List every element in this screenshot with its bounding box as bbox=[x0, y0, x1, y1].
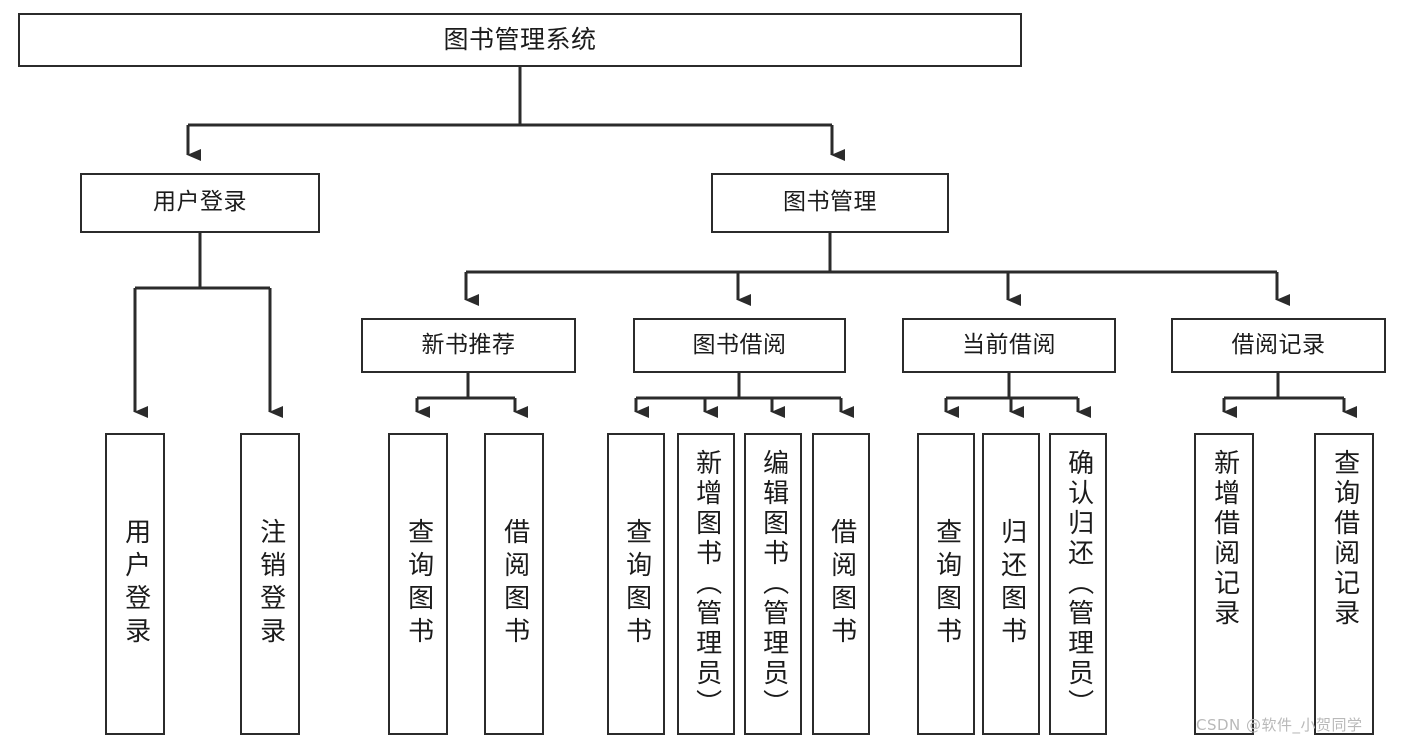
node-label: 新增借阅记录 bbox=[1209, 449, 1240, 629]
node-label: 注销登录 bbox=[255, 518, 286, 650]
node-label: 借阅图书 bbox=[826, 518, 857, 650]
leaf-logout[interactable]: 注销登录 bbox=[240, 433, 300, 735]
leaf-return-book[interactable]: 归还图书 bbox=[982, 433, 1040, 735]
node-book-management[interactable]: 图书管理 bbox=[711, 173, 949, 233]
leaf-borrow-book-1[interactable]: 借阅图书 bbox=[484, 433, 544, 735]
node-label: 新增图书（管理员） bbox=[691, 449, 722, 719]
node-label: 查询借阅记录 bbox=[1329, 449, 1360, 629]
leaf-borrow-book-2[interactable]: 借阅图书 bbox=[812, 433, 870, 735]
node-label: 查询图书 bbox=[621, 518, 652, 650]
node-label: 图书管理 bbox=[783, 189, 877, 216]
node-label: 借阅图书 bbox=[499, 518, 530, 650]
leaf-edit-book-admin[interactable]: 编辑图书（管理员） bbox=[744, 433, 802, 735]
leaf-confirm-return-admin[interactable]: 确认归还（管理员） bbox=[1049, 433, 1107, 735]
leaf-add-book-admin[interactable]: 新增图书（管理员） bbox=[677, 433, 735, 735]
node-label: 查询图书 bbox=[931, 518, 962, 650]
node-new-book-recommend[interactable]: 新书推荐 bbox=[361, 318, 576, 373]
node-book-borrow[interactable]: 图书借阅 bbox=[633, 318, 846, 373]
leaf-query-book-1[interactable]: 查询图书 bbox=[388, 433, 448, 735]
leaf-add-borrow-record[interactable]: 新增借阅记录 bbox=[1194, 433, 1254, 735]
csdn-watermark: CSDN @软件_小贺同学 bbox=[1196, 716, 1363, 734]
node-borrow-record[interactable]: 借阅记录 bbox=[1171, 318, 1386, 373]
node-label: 查询图书 bbox=[403, 518, 434, 650]
node-label: 确认归还（管理员） bbox=[1063, 449, 1094, 719]
node-label: 编辑图书（管理员） bbox=[758, 449, 789, 719]
node-label: 归还图书 bbox=[996, 518, 1027, 650]
node-label: 图书借阅 bbox=[692, 331, 787, 358]
node-label: 借阅记录 bbox=[1231, 331, 1326, 358]
leaf-user-login[interactable]: 用户登录 bbox=[105, 433, 165, 735]
leaf-query-book-2[interactable]: 查询图书 bbox=[607, 433, 665, 735]
node-label: 当前借阅 bbox=[962, 331, 1056, 358]
node-root-system[interactable]: 图书管理系统 bbox=[18, 13, 1022, 67]
node-label: 新书推荐 bbox=[421, 331, 516, 358]
node-label: 用户登录 bbox=[120, 518, 151, 650]
node-label: 用户登录 bbox=[153, 189, 247, 216]
leaf-query-book-3[interactable]: 查询图书 bbox=[917, 433, 975, 735]
leaf-query-borrow-record[interactable]: 查询借阅记录 bbox=[1314, 433, 1374, 735]
node-user-login[interactable]: 用户登录 bbox=[80, 173, 320, 233]
node-label: 图书管理系统 bbox=[443, 25, 597, 55]
node-current-borrow[interactable]: 当前借阅 bbox=[902, 318, 1116, 373]
